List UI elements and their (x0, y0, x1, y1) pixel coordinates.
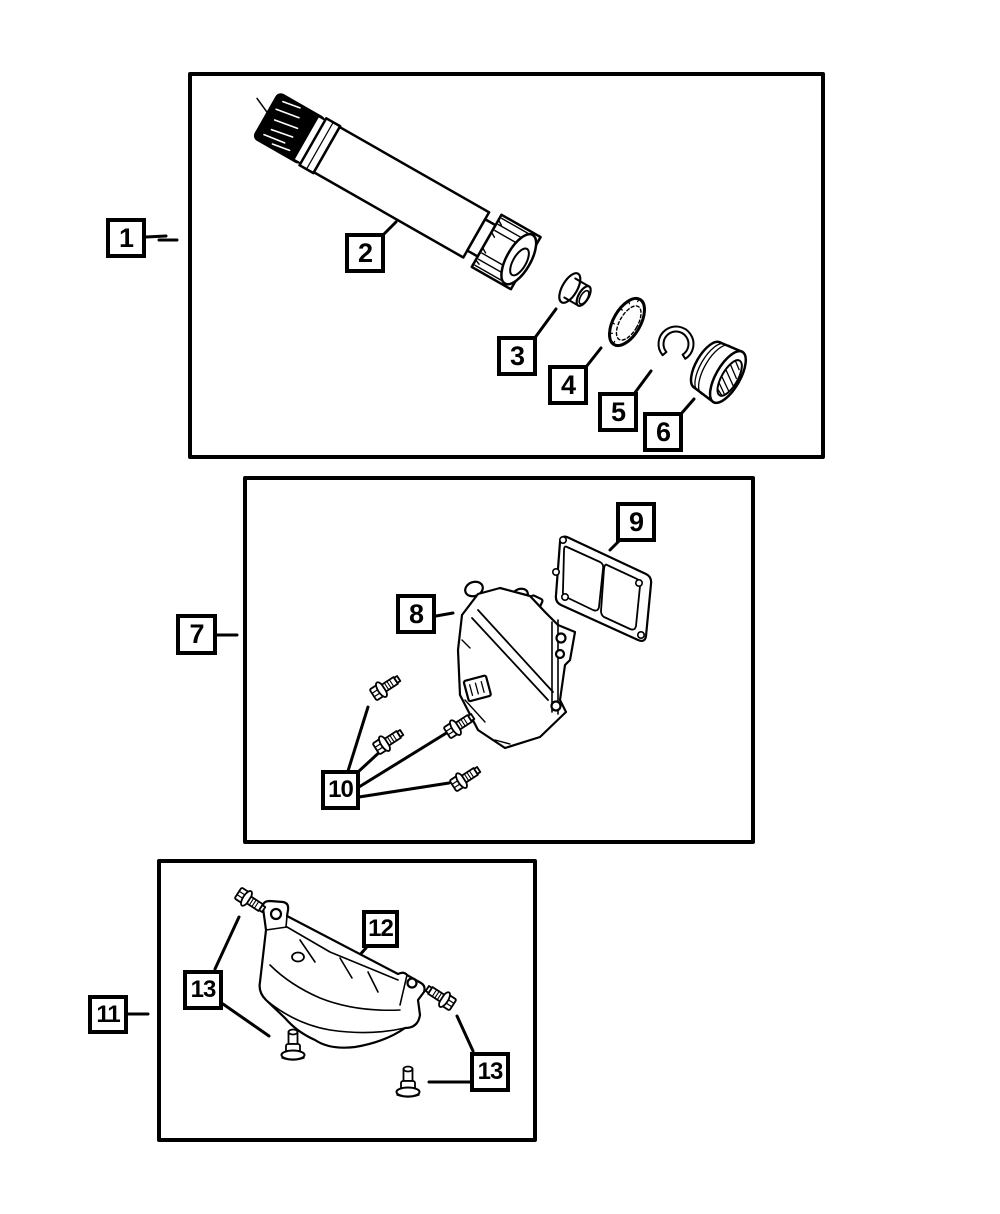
panel-border-actuator (243, 476, 755, 844)
stud-icon (395, 1065, 421, 1098)
leader-2 (381, 220, 398, 237)
actuator (456, 580, 577, 750)
splined-hub (689, 340, 748, 405)
panel-border-bracket (157, 859, 537, 1142)
skid-bracket (258, 899, 426, 1049)
hub-spline-hatch (717, 359, 740, 397)
callout-11: 11 (88, 995, 128, 1034)
shaft-body (312, 125, 491, 259)
leader-13b (427, 1014, 475, 1084)
leader-4 (584, 346, 603, 369)
bolt-icon (424, 985, 457, 1011)
callout-10: 10 (321, 770, 360, 810)
bolt-icon (234, 887, 267, 913)
actuator-connector (462, 674, 492, 703)
stud-icon (280, 1028, 306, 1061)
gasket-bolt-holes (551, 535, 645, 639)
gasket (551, 535, 653, 642)
callout-4: 4 (548, 365, 588, 405)
callout-8: 8 (396, 594, 436, 634)
callout-3: 3 (497, 336, 537, 376)
leader-lines (125, 220, 696, 1084)
callout-7: 7 (176, 614, 217, 655)
leader-5 (632, 369, 653, 396)
callout-5: 5 (598, 392, 638, 432)
bolt-icon (443, 713, 476, 739)
bushing (558, 272, 592, 307)
callout-6: 6 (643, 412, 683, 452)
leader-10 (346, 705, 451, 799)
leader-9 (608, 539, 621, 552)
leader-6 (679, 397, 696, 416)
callout-13a: 13 (183, 970, 223, 1010)
axle-shaft (253, 93, 542, 291)
leader-1 (144, 234, 179, 242)
bolt-icon (372, 729, 405, 755)
snap-ring (657, 325, 695, 360)
callout-9: 9 (616, 502, 656, 542)
gear-end-bore (509, 247, 530, 277)
seal-ring (608, 296, 646, 348)
callout-13b: 13 (470, 1052, 510, 1092)
leader-8 (434, 611, 455, 618)
callout-2: 2 (345, 233, 385, 273)
callout-1: 1 (106, 218, 146, 258)
leader-3 (532, 307, 558, 341)
bracket-bolts (234, 887, 457, 1098)
actuator-bolts (369, 675, 482, 792)
panel-border-axle-shaft (188, 72, 825, 459)
bolt-icon (369, 675, 402, 701)
callout-12: 12 (362, 910, 399, 948)
bolt-icon (449, 766, 482, 792)
spline-highlights (263, 100, 301, 152)
gear-spline-lines (474, 217, 532, 283)
leader-13a (213, 915, 271, 1038)
bracket-fold-lines (265, 915, 408, 1034)
